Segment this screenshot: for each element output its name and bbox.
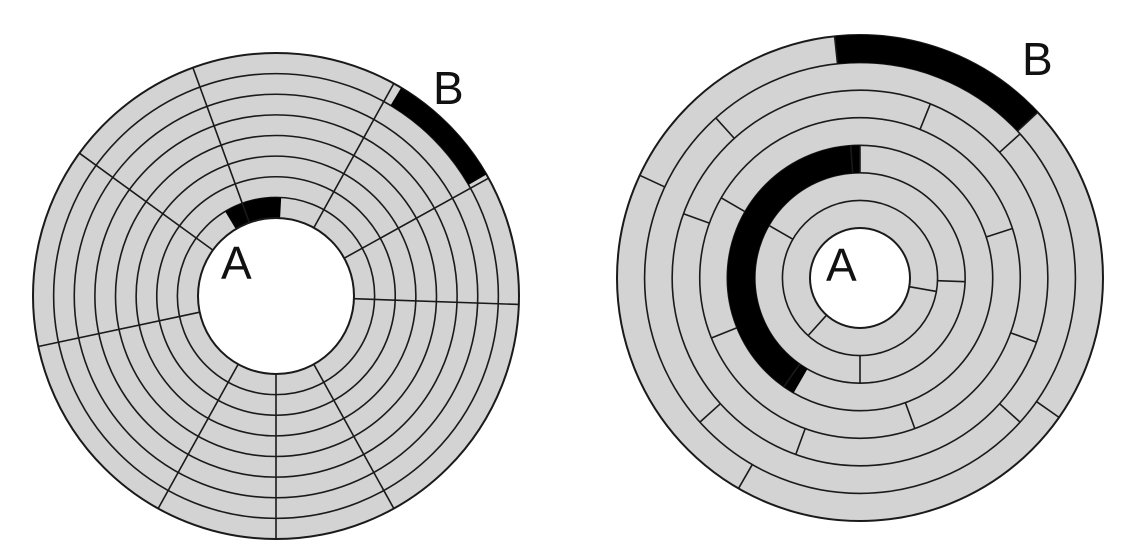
right-sector-boundary	[904, 402, 916, 429]
right-sector-boundary	[794, 428, 806, 455]
right-label-b: B	[1022, 33, 1053, 85]
right-sector-boundary	[919, 103, 932, 130]
right-sector-boundary	[683, 212, 710, 224]
left-sector-boundary	[313, 363, 395, 509]
left-sector-a	[225, 197, 282, 230]
right-sector-boundary	[1036, 400, 1060, 419]
right-sector-boundary	[768, 224, 794, 240]
right-sector-boundary	[711, 326, 738, 339]
right-sector-boundary	[1017, 111, 1039, 132]
left-sector-b	[390, 87, 487, 185]
right-sector-boundary	[999, 133, 1021, 153]
left-sector-boundary	[38, 311, 200, 348]
right-sector-boundary	[720, 197, 746, 213]
right-sector-boundary	[985, 227, 1013, 238]
right-sector-b	[834, 35, 1038, 132]
left-disk-hub	[197, 217, 355, 375]
left-label-b: B	[433, 62, 464, 114]
left-sector-boundary	[313, 83, 395, 229]
right-track-boundary	[698, 116, 1022, 440]
right-sector-a	[727, 145, 860, 393]
right-disk-zoned-bit-recording	[616, 34, 1104, 522]
left-sector-boundary	[343, 177, 489, 259]
right-sector-boundary	[833, 36, 839, 64]
left-sector-boundary	[353, 297, 519, 306]
right-track-boundary	[671, 89, 1049, 467]
left-sector-boundary	[78, 152, 214, 251]
right-sector-boundary	[909, 285, 937, 293]
right-sector-boundary	[937, 279, 966, 283]
right-sector-boundary	[849, 145, 854, 174]
right-sector-boundary	[699, 403, 721, 423]
left-label-a: A	[221, 237, 252, 289]
right-sector-boundary	[715, 117, 735, 139]
left-sector-boundary	[157, 363, 239, 509]
left-sector-boundary	[192, 67, 251, 223]
right-sector-boundary	[639, 174, 666, 188]
right-track-boundary	[781, 199, 939, 357]
right-sector-boundary	[737, 464, 753, 489]
right-sector-boundary	[1010, 332, 1037, 344]
right-sector-boundary	[783, 363, 801, 388]
right-disk-hub	[809, 227, 911, 329]
left-disk-constant-angular-velocity	[32, 52, 520, 540]
right-sector-boundary	[807, 314, 828, 337]
right-label-a: A	[826, 239, 857, 291]
right-sector-boundary	[999, 403, 1021, 423]
